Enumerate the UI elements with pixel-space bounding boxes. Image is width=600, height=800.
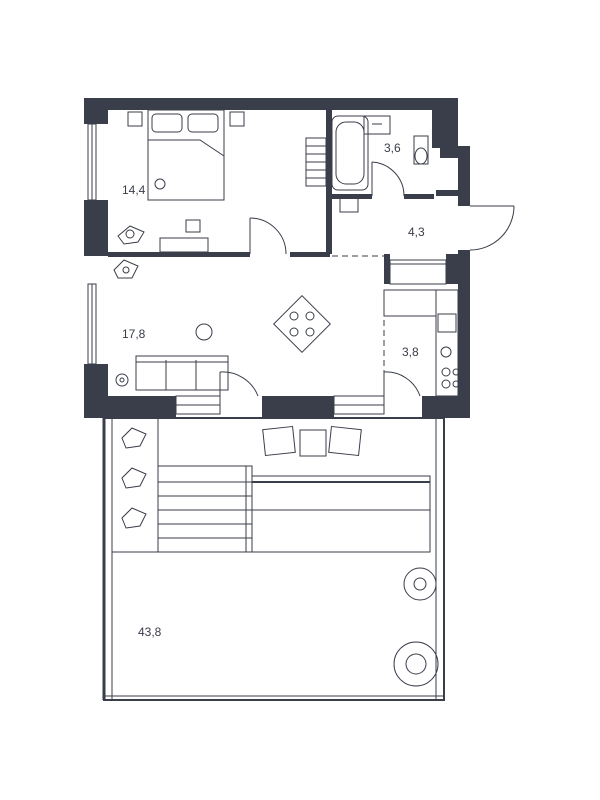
wardrobe — [305, 137, 327, 187]
desk — [159, 219, 209, 253]
planters — [121, 427, 147, 529]
area-label-bathroom: 3,6 — [384, 141, 401, 155]
dining-table — [273, 295, 331, 353]
bathtub — [331, 115, 369, 191]
nightstands — [127, 111, 245, 127]
doors — [219, 161, 515, 397]
windows — [87, 123, 385, 415]
sink — [363, 115, 391, 135]
area-label-kitchen: 3,8 — [402, 345, 419, 359]
terrace-outline — [102, 417, 445, 701]
bed — [147, 109, 225, 201]
laundry-box — [339, 197, 359, 213]
walls — [84, 98, 470, 418]
area-label-terrace: 43,8 — [138, 625, 162, 639]
plant-living — [113, 259, 139, 279]
area-label-bedroom: 14,4 — [122, 183, 146, 197]
area-label-living-room: 17,8 — [122, 327, 146, 341]
toilet — [413, 135, 429, 165]
open-boundaries — [332, 255, 385, 396]
sofa — [135, 355, 229, 391]
tree-large — [393, 567, 439, 687]
planter-strip — [111, 417, 159, 553]
stairs — [157, 465, 431, 553]
floor-lamp — [115, 373, 129, 387]
kitchen-counter — [383, 259, 460, 397]
armchair-round — [195, 323, 213, 341]
plant-bedroom — [117, 225, 145, 245]
terrace-lounge — [262, 425, 362, 457]
area-label-hallway: 4,3 — [408, 225, 425, 239]
